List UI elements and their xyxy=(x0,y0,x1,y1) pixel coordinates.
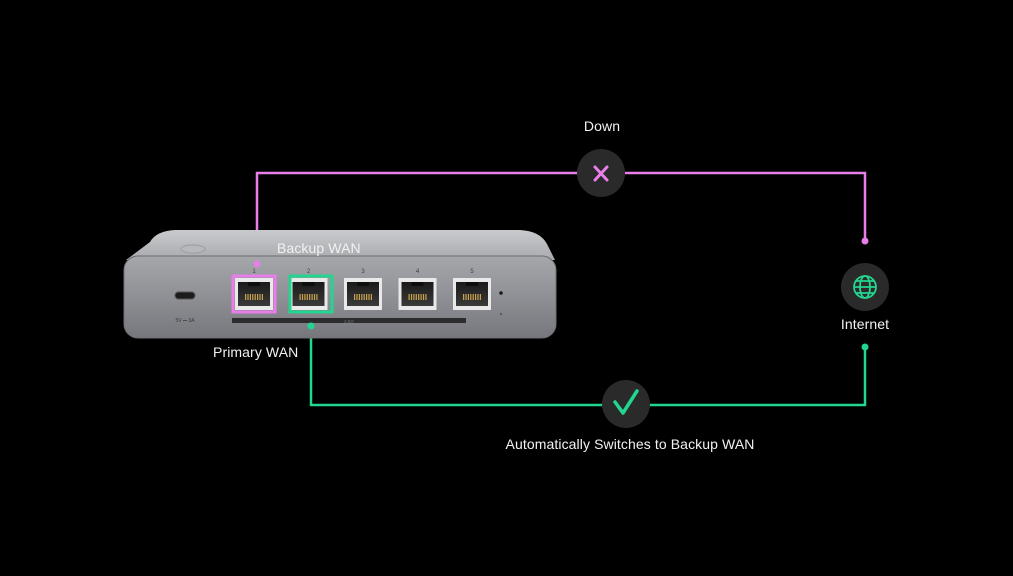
internet-failed-dot xyxy=(861,237,869,245)
ethernet-port xyxy=(289,278,328,310)
auto-switch-label: Automatically Switches to Backup WAN xyxy=(505,436,755,452)
status-led xyxy=(499,291,503,295)
port-number: 3 xyxy=(361,269,365,275)
primary-wan-port-highlight xyxy=(288,274,334,314)
globe-icon xyxy=(841,263,889,311)
ethernet-ports xyxy=(235,278,491,310)
ethernet-port xyxy=(235,278,273,310)
reset-button xyxy=(499,312,503,316)
x-icon xyxy=(577,149,625,197)
failed-link-line xyxy=(255,171,867,264)
power-label: 5V ⎓ 3A xyxy=(176,318,196,324)
port-number: 4 xyxy=(416,269,420,275)
backup-wan-port-highlight xyxy=(231,274,277,314)
ethernet-port xyxy=(453,278,491,310)
port-number-labels: 1 2 3 4 5 xyxy=(252,269,474,275)
primary-wan-label: Primary WAN xyxy=(213,344,299,360)
active-link-line xyxy=(309,326,867,407)
usb-c-port xyxy=(174,291,196,300)
ethernet-port xyxy=(398,278,437,310)
port-number: 5 xyxy=(470,269,474,275)
internet-active-dot xyxy=(861,343,869,351)
ethernet-port xyxy=(344,278,382,310)
internet-label: Internet xyxy=(840,316,890,332)
gateway-device: 5V ⎓ 3A 1 2 3 4 5 2.5G xyxy=(123,230,557,339)
primary-wan-connection-dot xyxy=(307,322,315,330)
port-number: 2 xyxy=(307,269,311,275)
port-number: 1 xyxy=(252,269,256,275)
backup-wan-connection-dot xyxy=(253,260,261,268)
checkmark-icon xyxy=(602,380,650,428)
down-label: Down xyxy=(583,118,621,134)
poe-label: 2.5G xyxy=(344,319,354,324)
backup-wan-label: Backup WAN xyxy=(277,240,361,256)
